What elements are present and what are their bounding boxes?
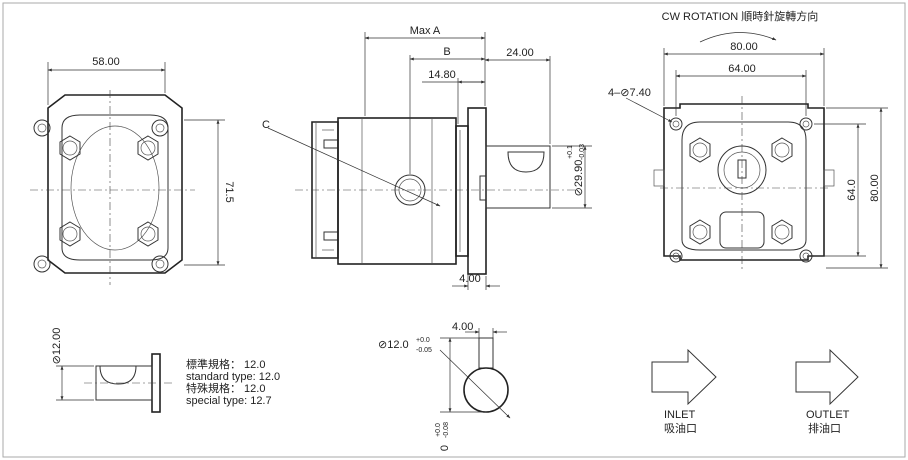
inlet-label: INLET — [664, 409, 695, 421]
rear-outer-height: 80.00 — [869, 174, 881, 202]
side-24-00: 24.00 — [506, 47, 534, 59]
key-bottom-value: 0 — [439, 445, 451, 451]
side-max-a: Max A — [410, 25, 441, 37]
key-detail: ⊘12.0 +0.0 -0.05 4.00 0 +0.0 -0.08 — [378, 321, 511, 451]
rear-view: CW ROTATION 順時針旋轉方向 80.00 — [608, 9, 888, 272]
rotation-arrow — [699, 32, 777, 43]
key-dia-tol-lower: -0.05 — [416, 347, 432, 354]
spec-line-3: 特殊規格： 12.0 — [186, 381, 265, 395]
inlet-port: INLET 吸油口 — [651, 348, 717, 435]
rear-inner-height: 64.0 — [846, 179, 858, 200]
inlet-arrow-icon — [651, 348, 717, 406]
side-c-label: C — [262, 119, 270, 131]
side-shaft-tol-upper: +0.1 — [567, 145, 574, 159]
key-bottom-tol-lower: -0.08 — [443, 422, 450, 438]
key-width-dim: 4.00 — [452, 321, 473, 333]
side-shaft-tol-lower: -0.03 — [579, 144, 586, 160]
outlet-port: OUTLET 排油口 — [795, 348, 859, 435]
key-dia-tol-upper: +0.0 — [416, 337, 430, 344]
rear-inner-width: 64.00 — [728, 63, 756, 75]
side-4-00: 4.00 — [459, 273, 480, 285]
rear-bolt-holes: 4–⊘7.40 — [608, 87, 651, 99]
outlet-label-zh: 排油口 — [808, 421, 841, 435]
side-14-80: 14.80 — [428, 69, 456, 81]
front-height-dim: 71.5 — [223, 181, 235, 202]
spec-line-4: special type: 12.7 — [186, 395, 272, 407]
rear-outer-width: 80.00 — [730, 41, 758, 53]
shaft-detail-dia: ⊘12.00 — [51, 328, 63, 365]
outlet-arrow-icon — [795, 348, 859, 406]
front-width-dim: 58.00 — [92, 56, 120, 68]
side-view: C Max A B 14.80 24.00 4.00 ⊘29.90 +0.1 -… — [262, 25, 592, 290]
spec-line-2: standard type: 12.0 — [186, 371, 280, 383]
key-bottom-tol-upper: +0.0 — [435, 423, 442, 437]
side-b: B — [443, 46, 450, 58]
front-view: 58.00 71.5 — [30, 56, 235, 285]
spec-line-1: 標準規格： 12.0 — [186, 357, 265, 371]
side-shaft-dia: ⊘29.90 — [573, 160, 585, 197]
outlet-label: OUTLET — [806, 409, 850, 421]
key-dia: ⊘12.0 — [378, 339, 409, 351]
rotation-label: CW ROTATION 順時針旋轉方向 — [662, 9, 819, 23]
shaft-detail: ⊘12.00 標準規格： 12.0 standard type: 12.0 特殊… — [51, 328, 280, 413]
inlet-label-zh: 吸油口 — [664, 421, 697, 435]
